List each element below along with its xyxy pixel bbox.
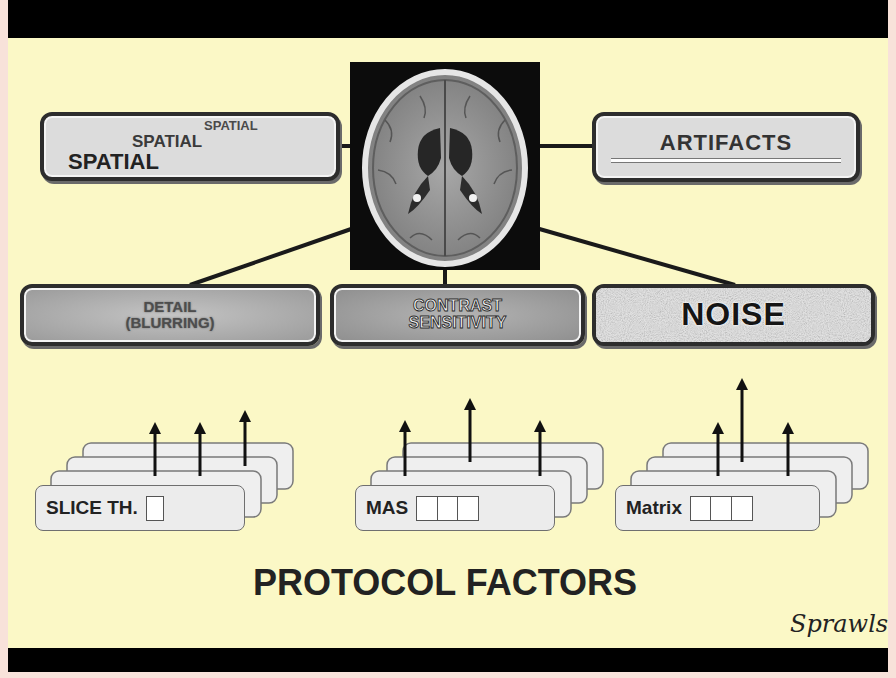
value-box — [437, 496, 459, 521]
sulci — [378, 96, 512, 240]
up-arrow — [244, 416, 247, 466]
value-box — [710, 496, 732, 521]
box-label: ARTIFACTS — [660, 131, 792, 154]
up-arrow — [539, 426, 542, 476]
calcification — [413, 194, 421, 202]
signature: Sprawls — [790, 610, 888, 638]
sulcus — [378, 170, 396, 184]
link-line — [536, 228, 735, 285]
sulcus — [420, 96, 425, 118]
box-label: NOISE — [681, 298, 786, 332]
protocol-card: SLICE TH. — [35, 485, 245, 531]
noise-ground — [596, 288, 871, 342]
value-boxes — [146, 496, 164, 521]
value-box — [146, 496, 164, 521]
calcification — [469, 194, 477, 202]
value-box — [457, 496, 479, 521]
value-boxes — [416, 496, 479, 521]
value-box — [690, 496, 712, 521]
box-label: CONTRAST SENSITIVITY — [388, 298, 528, 332]
up-arrow — [787, 428, 790, 476]
ventricle — [460, 176, 482, 214]
box-label: SPATIAL — [68, 150, 159, 173]
box-label: MAS — [366, 498, 408, 518]
quality-box: NOISE — [592, 284, 875, 346]
ventricle — [408, 176, 430, 214]
sulcus — [465, 96, 470, 118]
up-arrow — [154, 428, 157, 476]
quality-box: ARTIFACTS — [592, 112, 860, 182]
box-label: Matrix — [626, 498, 682, 518]
value-box — [731, 496, 753, 521]
ventricle — [418, 128, 441, 176]
top-bar — [8, 0, 888, 38]
up-arrow — [717, 428, 720, 476]
ventricle — [449, 128, 472, 176]
box-label: SLICE TH. — [46, 498, 138, 518]
protocol-card: Matrix — [615, 485, 820, 531]
bottom-bar — [8, 648, 888, 672]
falx — [444, 80, 446, 256]
sulcus — [494, 170, 512, 184]
value-box — [416, 496, 438, 521]
sulcus — [385, 120, 392, 142]
box-label: SPATIAL — [132, 133, 202, 151]
artifact-streak — [611, 158, 841, 163]
value-boxes — [690, 496, 753, 521]
quality-box: DETAIL (BLURRING) — [20, 284, 320, 346]
box-label: DETAIL (BLURRING) — [105, 299, 235, 331]
up-arrow — [469, 404, 472, 462]
sulcus — [410, 233, 432, 240]
up-arrows — [155, 384, 788, 476]
yellow-panel — [8, 0, 888, 672]
noise-grain — [596, 288, 871, 342]
sulcus — [458, 233, 480, 240]
sulcus — [498, 120, 505, 142]
brain-edge — [373, 80, 517, 256]
ct-background — [350, 62, 540, 270]
link-line — [536, 144, 592, 148]
footer-title: PROTOCOL FACTORS — [253, 562, 637, 604]
link-line — [190, 228, 354, 285]
protocol-card: MAS — [355, 485, 555, 531]
skull — [365, 72, 525, 264]
ct-image — [350, 62, 540, 270]
up-arrow — [404, 426, 407, 476]
link-line — [443, 268, 447, 285]
quality-box: SPATIALSPATIALSPATIAL — [40, 112, 340, 181]
up-arrow — [741, 384, 744, 462]
quality-box: CONTRAST SENSITIVITY — [330, 284, 585, 346]
box-label: SPATIAL — [204, 119, 258, 133]
up-arrow — [199, 428, 202, 476]
